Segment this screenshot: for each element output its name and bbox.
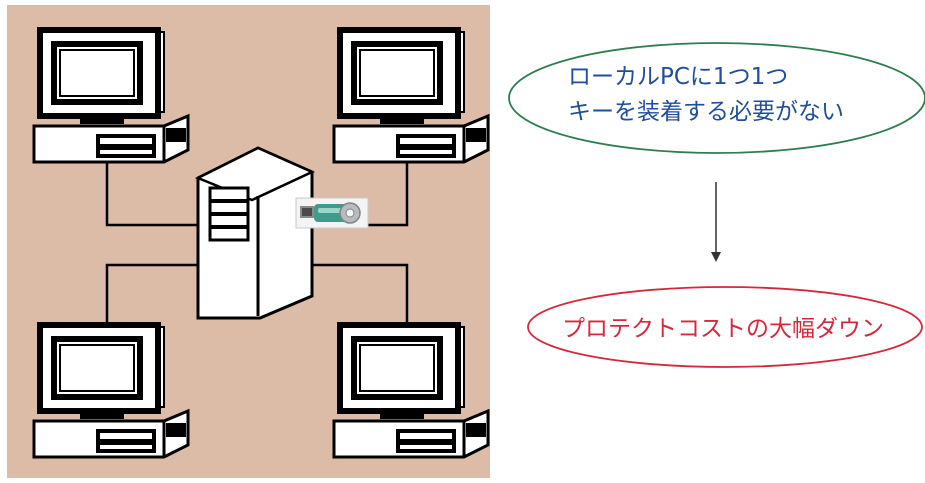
client-pc-top-left-icon	[34, 30, 188, 162]
result-callout: プロテクトコストの大幅ダウン	[527, 286, 923, 368]
client-pc-bottom-left-icon	[34, 325, 188, 457]
client-pc-bottom-right-icon	[334, 325, 488, 457]
benefit-callout: ローカルPCに1つ1つ キーを装着する必要がない	[508, 42, 925, 154]
network-cables	[105, 160, 409, 322]
down-arrow-icon	[711, 182, 721, 262]
usb-key-icon	[295, 197, 369, 229]
benefit-line-2: キーを装着する必要がない	[568, 99, 844, 125]
server-icon	[194, 146, 316, 320]
benefit-line-1: ローカルPCに1つ1つ	[568, 64, 788, 90]
result-text: プロテクトコストの大幅ダウン	[562, 316, 884, 342]
client-pc-top-right-icon	[334, 30, 488, 162]
